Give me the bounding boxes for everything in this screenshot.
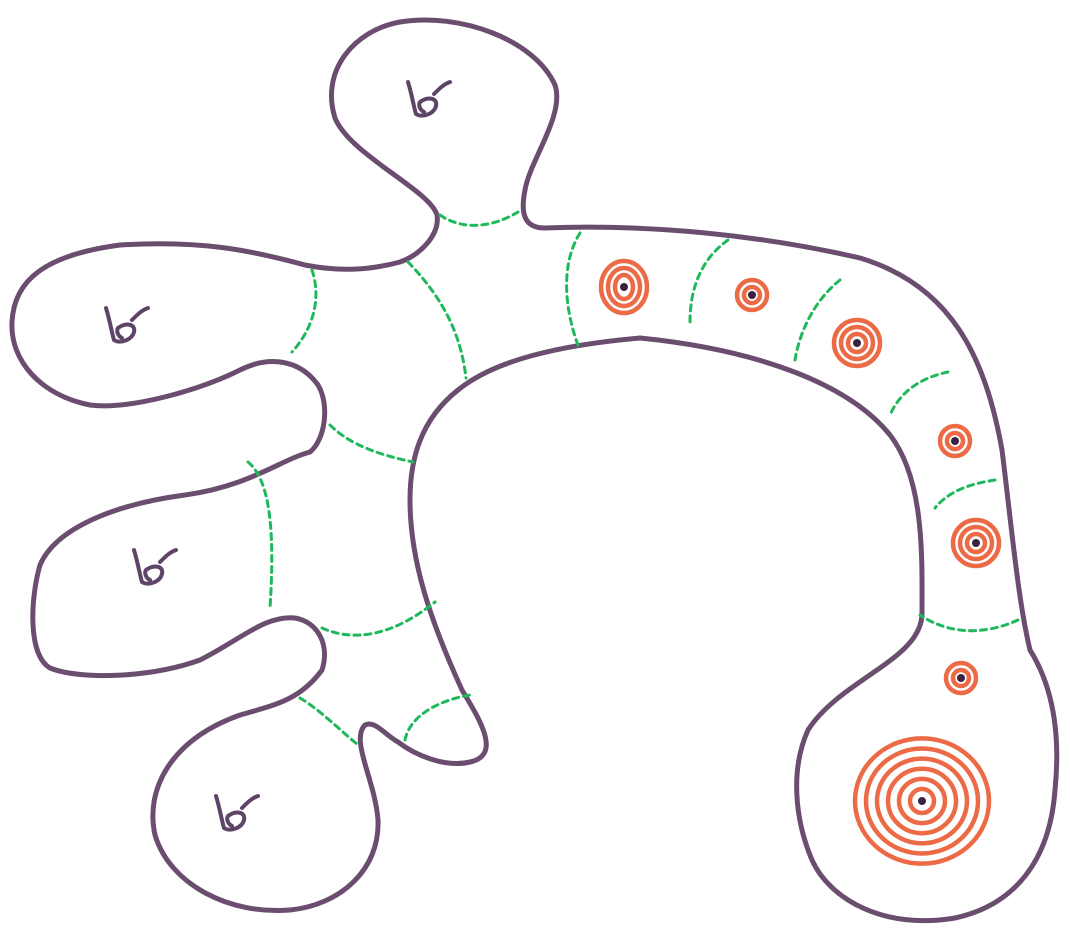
ring-cell-4 <box>940 426 970 456</box>
septum-14 <box>405 695 470 740</box>
lobe-glyphs <box>106 82 450 830</box>
septum-12 <box>322 602 435 635</box>
septum-5 <box>690 240 728 322</box>
glyph-icon <box>106 308 148 342</box>
nucleus-dot <box>620 283 628 291</box>
nucleus-dot <box>853 339 861 347</box>
glyph-icon <box>134 550 176 584</box>
nucleus-dot <box>748 291 756 299</box>
ring-cell-7 <box>855 738 989 863</box>
ring-cells <box>601 261 999 864</box>
septum-9 <box>920 615 1018 631</box>
septum-13 <box>300 698 358 745</box>
ring-cell-3 <box>834 320 880 366</box>
septum-4 <box>567 233 580 345</box>
ring-cell-2 <box>737 280 767 310</box>
ring-cell-6 <box>946 663 976 693</box>
structure-outline <box>12 20 1057 921</box>
septum-2 <box>292 270 316 352</box>
ring-cell-5 <box>953 520 999 566</box>
septum-8 <box>935 480 995 508</box>
nucleus-dot <box>957 674 965 682</box>
septum-3 <box>408 262 466 378</box>
ring-cell-1 <box>601 261 647 313</box>
nucleus-dot <box>972 539 980 547</box>
septum-10 <box>330 425 413 462</box>
nucleus-dot <box>951 437 959 445</box>
glyph-icon <box>216 796 258 830</box>
septum-1 <box>440 212 518 225</box>
septum-11 <box>248 462 272 608</box>
septum-7 <box>890 372 948 415</box>
glyph-icon <box>408 82 450 116</box>
nucleus-dot <box>918 797 926 805</box>
